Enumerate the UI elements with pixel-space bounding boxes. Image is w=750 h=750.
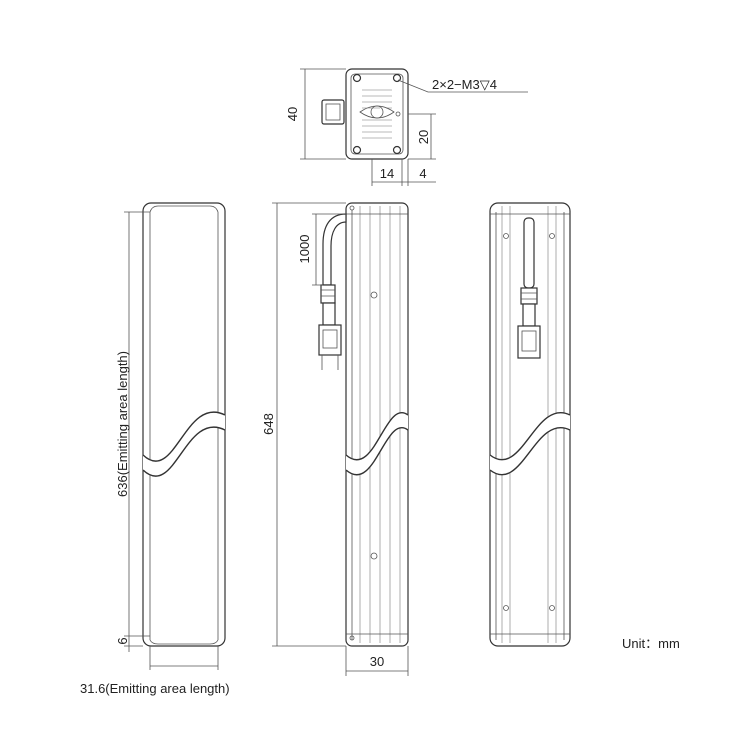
dim-top-width-a: 14 bbox=[380, 166, 394, 181]
side-view: 1000 648 30 bbox=[261, 202, 409, 676]
dim-body-width: 30 bbox=[370, 654, 384, 669]
dim-emit-length: 636(Emitting area length) bbox=[115, 351, 130, 497]
dim-total-length: 648 bbox=[261, 413, 276, 435]
screw-note: 2×2−M3▽4 bbox=[432, 77, 497, 92]
dim-emit-width: 31.6(Emitting area length) bbox=[80, 681, 230, 696]
dim-cable-length: 1000 bbox=[297, 235, 312, 264]
top-end-view: 40 20 14 4 2×2−M3▽4 bbox=[285, 68, 528, 186]
emitting-face-view: 636(Emitting area length) 6 31.6(Emittin… bbox=[80, 202, 230, 696]
dim-top-half: 20 bbox=[416, 130, 431, 144]
unit-note: Unit：mm bbox=[622, 636, 680, 651]
back-view bbox=[489, 202, 571, 647]
dim-top-height: 40 bbox=[285, 107, 300, 121]
dim-top-width-b: 4 bbox=[419, 166, 426, 181]
dim-end-margin: 6 bbox=[115, 637, 130, 644]
